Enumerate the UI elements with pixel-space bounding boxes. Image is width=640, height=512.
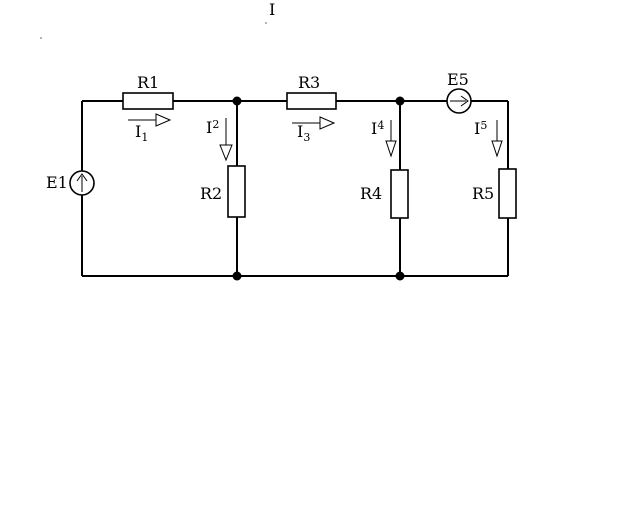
arrow-down-icon (385, 140, 397, 158)
arrow-right-icon (319, 116, 336, 130)
resistor-r3-label: R3 (298, 73, 320, 92)
current-i3-label: I3 (297, 122, 310, 144)
resistor-r3 (286, 92, 337, 110)
voltage-source-e5 (446, 88, 472, 114)
arrow-right-icon (155, 113, 172, 127)
current-arrow-i1 (128, 113, 172, 127)
page-title: I (269, 0, 275, 19)
current-i2-label: I2 (206, 118, 219, 137)
stray-dot (40, 37, 42, 39)
resistor-r2 (227, 165, 246, 218)
source-e5-label: E5 (447, 70, 469, 89)
current-i5-label: I5 (474, 119, 487, 138)
resistor-r2-label: R2 (200, 184, 222, 203)
resistor-r5-label: R5 (472, 184, 494, 203)
junction-node (232, 271, 242, 281)
junctions (232, 96, 405, 281)
source-e1-label: E1 (46, 173, 68, 192)
resistor-r1-label: R1 (137, 73, 159, 92)
voltage-source-e1 (69, 170, 95, 196)
current-arrow-i2 (219, 118, 233, 162)
junction-node (395, 96, 405, 106)
current-i4-label: I4 (371, 119, 384, 138)
resistor-r5 (498, 168, 517, 219)
current-arrow-i4 (385, 120, 397, 158)
resistor-r4-label: R4 (360, 184, 382, 203)
source-arrow-up-icon (76, 173, 88, 182)
stray-dot (265, 22, 267, 24)
current-arrow-i3 (292, 116, 336, 130)
junction-node (395, 271, 405, 281)
resistor-r4 (390, 169, 409, 219)
resistor-r1 (122, 92, 174, 110)
wires (81, 100, 509, 277)
arrow-down-icon (219, 144, 233, 162)
arrow-down-icon (491, 140, 503, 158)
current-arrow-i5 (491, 120, 503, 158)
junction-node (232, 96, 242, 106)
current-i1-label: I1 (135, 122, 148, 144)
source-arrow-right-icon (460, 95, 469, 107)
